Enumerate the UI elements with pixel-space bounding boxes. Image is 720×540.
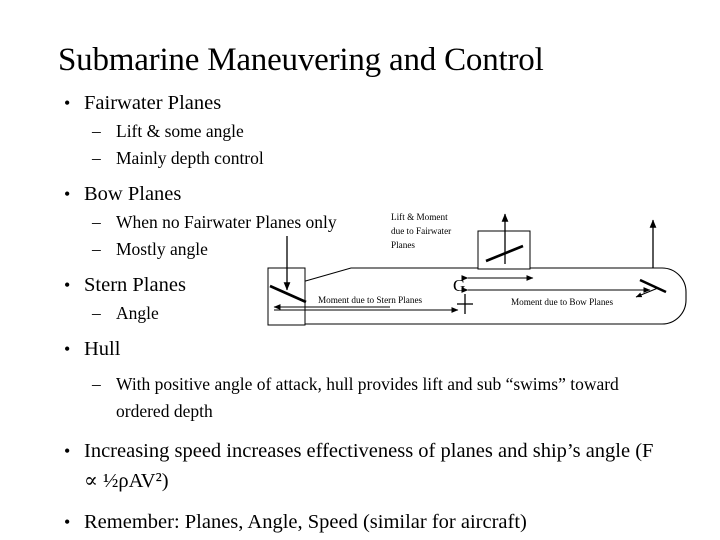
list-item: • Bow Planes (58, 179, 658, 209)
bullet-marker: – (92, 121, 101, 141)
list-item: • Increasing speed increases effectivene… (58, 436, 658, 496)
spacer (58, 172, 658, 179)
list-item: • Fairwater Planes (58, 88, 658, 118)
list-item-label: Angle (116, 303, 159, 323)
submarine-diagram: Lift & Moment due to Fairwater Planes (258, 206, 710, 336)
bullet-marker: • (64, 441, 71, 461)
list-item-label: Bow Planes (84, 183, 182, 205)
list-item: – Lift & some angle (58, 118, 658, 145)
bullet-marker: – (92, 212, 101, 232)
list-item-label: Mostly angle (116, 239, 208, 259)
sail-box (477, 230, 531, 270)
list-item: • Remember: Planes, Angle, Speed (simila… (58, 507, 658, 537)
list-item-label: Stern Planes (84, 274, 186, 296)
bullet-marker: • (64, 275, 71, 295)
list-item: • Stern Planes (58, 270, 658, 300)
list-item: – Angle (58, 300, 658, 327)
moment-stern-label: Moment due to Stern Planes (318, 295, 423, 305)
list-item-label: Mainly depth control (116, 148, 264, 168)
bullet-list: • Fairwater Planes – Lift & some angle –… (58, 88, 658, 537)
bullet-marker: – (92, 374, 101, 394)
list-item: – Mostly angle (58, 236, 658, 263)
page-title: Submarine Maneuvering and Control (58, 42, 544, 79)
bullet-marker: – (92, 303, 101, 323)
fairwater-label-line2: due to Fairwater (391, 226, 451, 236)
bullet-marker: • (64, 184, 71, 204)
list-item-label: Hull (84, 338, 121, 360)
list-item: – With positive angle of attack, hull pr… (58, 371, 658, 425)
bullet-marker: • (64, 339, 71, 359)
fairwater-label-line1: Lift & Moment (391, 212, 448, 222)
spacer (58, 364, 658, 371)
list-item-label: When no Fairwater Planes only (116, 212, 337, 232)
list-item: – Mainly depth control (58, 145, 658, 172)
hull-outline (273, 267, 687, 325)
bullet-marker: – (92, 239, 101, 259)
bullet-marker: – (92, 148, 101, 168)
center-of-gravity-cross (457, 294, 473, 314)
fairwater-label-line3: Planes (391, 240, 415, 250)
list-item-label: With positive angle of attack, hull prov… (116, 374, 619, 421)
list-item-label: Fairwater Planes (84, 92, 222, 114)
bow-plane (635, 219, 667, 298)
list-item: • Hull (58, 334, 658, 364)
bullet-marker: • (64, 93, 71, 113)
moment-bow-label: Moment due to Bow Planes (511, 297, 614, 307)
list-item-label: Increasing speed increases effectiveness… (84, 440, 654, 492)
spacer (58, 425, 658, 436)
list-item: – When no Fairwater Planes only (58, 209, 658, 236)
spacer (58, 496, 658, 507)
list-item-label: Remember: Planes, Angle, Speed (similar … (84, 511, 527, 533)
list-item-label: Lift & some angle (116, 121, 244, 141)
bullet-marker: • (64, 512, 71, 532)
center-of-gravity-label: G (453, 276, 465, 295)
